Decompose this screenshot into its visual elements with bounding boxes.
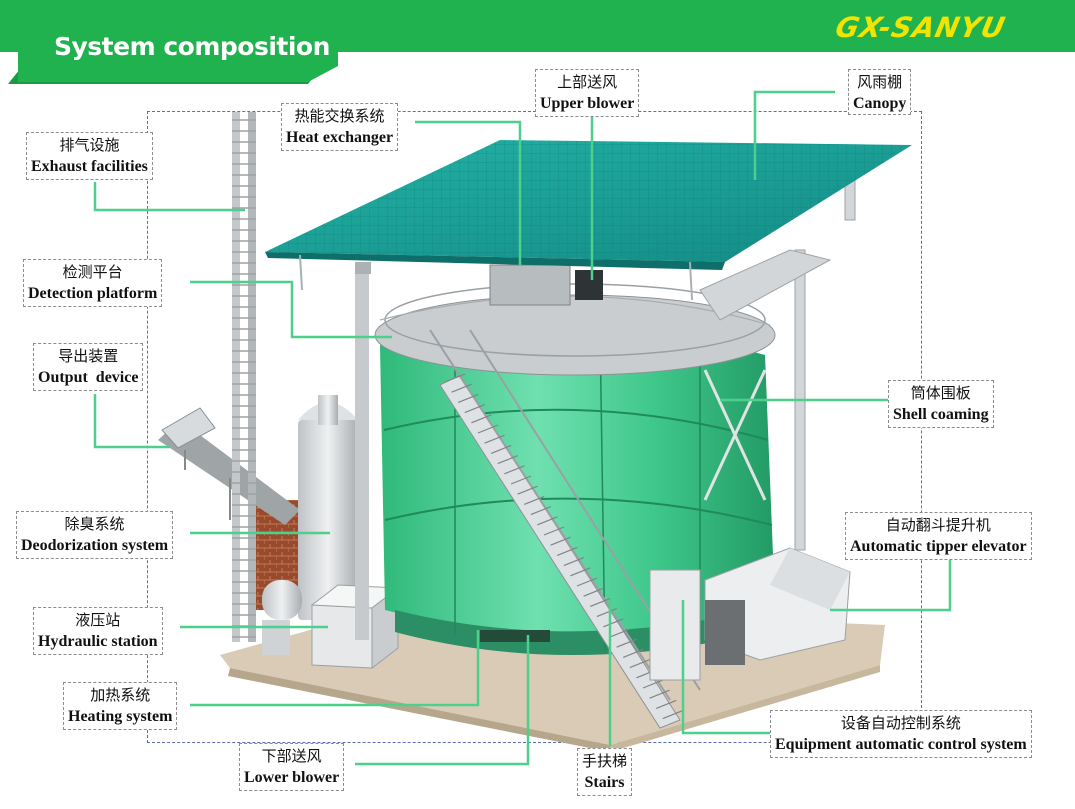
shell-brace (703, 369, 767, 501)
label-hydraulic-en: Hydraulic station (38, 633, 158, 650)
label-heat-exchanger-en: Heat exchanger (286, 129, 394, 146)
label-output-en: Output device (38, 369, 139, 386)
label-deodorization-en: Deodorization system (21, 537, 169, 554)
label-upper-blower-cn: 上部送风 (557, 73, 618, 91)
tipper-elevator (649, 547, 851, 681)
label-heat-exchanger: 热能交换系统 Heat exchanger (281, 103, 399, 151)
label-upper-blower-en: Upper blower (540, 95, 635, 112)
title-tab: System composition (8, 6, 338, 86)
label-canopy: 风雨棚 Canopy (848, 69, 912, 115)
label-heating-system: 加热系统 Heating system (63, 682, 178, 730)
stairs-structure (429, 329, 701, 729)
label-exhaust-en: Exhaust facilities (31, 158, 148, 175)
label-shell-coaming: 筒体围板 Shell coaming (888, 380, 994, 428)
exhaust-tower (232, 112, 256, 642)
page-title: System composition (54, 32, 330, 61)
hydraulic-station-box (310, 584, 400, 670)
label-stairs-cn: 手扶梯 (582, 752, 628, 770)
label-detection-en: Detection platform (28, 285, 158, 302)
label-shell-cn: 筒体围板 (910, 384, 971, 402)
label-heating-cn: 加热系统 (90, 686, 151, 704)
label-stairs-en: Stairs (584, 774, 625, 791)
label-lower-blower-cn: 下部送风 (261, 747, 322, 765)
label-deodorization-system: 除臭系统 Deodorization system (16, 511, 174, 559)
output-conveyor (158, 407, 300, 525)
label-tipper-en: Automatic tipper elevator (850, 538, 1027, 555)
label-equipment-automatic-control-system: 设备自动控制系统 Equipment automatic control sys… (770, 710, 1032, 758)
canopy-roof (265, 140, 912, 301)
label-control-en: Equipment automatic control system (775, 736, 1027, 753)
label-upper-blower: 上部送风 Upper blower (535, 69, 640, 117)
label-automatic-tipper-elevator: 自动翻斗提升机 Automatic tipper elevator (845, 512, 1032, 560)
label-stairs: 手扶梯 Stairs (577, 748, 633, 796)
label-hydraulic-cn: 液压站 (75, 611, 121, 629)
label-heating-en: Heating system (68, 708, 173, 725)
label-shell-en: Shell coaming (893, 406, 989, 423)
label-detection-platform: 检测平台 Detection platform (23, 259, 163, 307)
label-output-cn: 导出装置 (58, 347, 119, 365)
label-tipper-cn: 自动翻斗提升机 (885, 516, 991, 534)
label-lower-blower: 下部送风 Lower blower (239, 743, 345, 791)
label-output-device: 导出装置 Output device (33, 343, 144, 391)
label-exhaust-facilities: 排气设施 Exhaust facilities (26, 132, 153, 180)
title-tab-shape (8, 28, 338, 84)
label-lower-blower-en: Lower blower (244, 769, 340, 786)
label-canopy-cn: 风雨棚 (857, 73, 903, 91)
label-deodorization-cn: 除臭系统 (64, 515, 125, 533)
top-platform (355, 262, 776, 640)
label-detection-cn: 检测平台 (62, 263, 123, 281)
label-canopy-en: Canopy (853, 95, 907, 112)
label-control-cn: 设备自动控制系统 (840, 714, 961, 732)
label-exhaust-cn: 排气设施 (59, 136, 120, 154)
leader-lines (93, 90, 952, 766)
label-hydraulic-station: 液压站 Hydraulic station (33, 607, 163, 655)
label-heat-exchanger-cn: 热能交换系统 (294, 107, 385, 125)
deodorization-tower (262, 395, 358, 655)
